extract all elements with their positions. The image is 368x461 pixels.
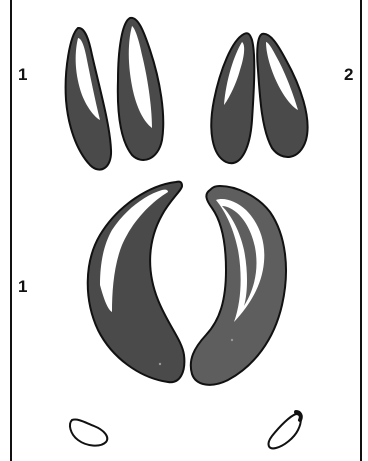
large-hoof-print-left-icon bbox=[88, 182, 185, 383]
dewclaw-left-icon bbox=[70, 420, 107, 446]
label-top-right: 2 bbox=[344, 66, 353, 83]
hoof-print-pair-1-icon bbox=[66, 18, 164, 170]
label-middle-left: 1 bbox=[18, 278, 27, 295]
label-top-left: 1 bbox=[18, 66, 27, 83]
hoof-print-pair-2-icon bbox=[211, 33, 307, 163]
large-hoof-print-right-icon bbox=[191, 186, 286, 385]
dewclaw-right-icon bbox=[269, 412, 301, 448]
